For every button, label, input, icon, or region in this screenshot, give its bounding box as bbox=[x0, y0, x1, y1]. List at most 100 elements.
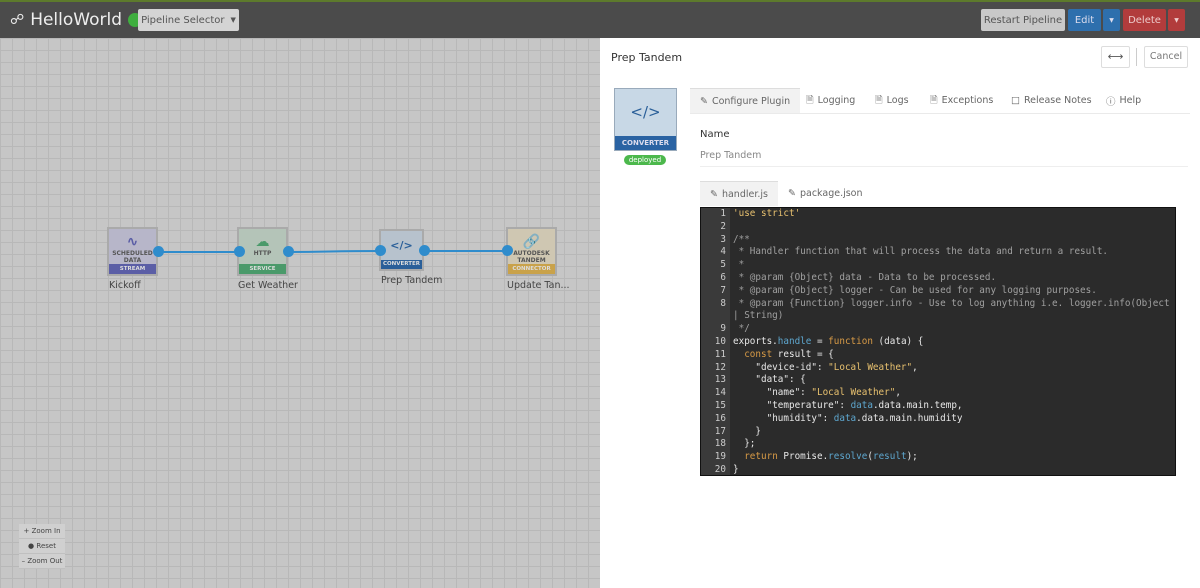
line-text: const result = { bbox=[730, 349, 1170, 362]
code-line: 8 * @param {Function} logger.info - Use … bbox=[701, 298, 1175, 324]
code-token: data bbox=[833, 412, 857, 424]
tab-logging[interactable]: 🗎Logging bbox=[796, 88, 865, 113]
tab-label: Release Notes bbox=[1023, 95, 1092, 106]
line-number: 8 bbox=[720, 297, 726, 309]
code-line: 12 "device-id": "Local Weather", bbox=[701, 362, 1175, 375]
code-token: data bbox=[850, 399, 873, 411]
node-get-weather[interactable]: ☁ HTTP SERVICE bbox=[237, 227, 288, 276]
code-line: 3/** bbox=[701, 234, 1175, 247]
status-badge: deployed bbox=[624, 155, 666, 165]
input-port[interactable] bbox=[375, 245, 386, 256]
code-token: "Local Weather" bbox=[828, 361, 913, 373]
line-text: return Promise.resolve(result); bbox=[730, 451, 1170, 464]
output-port[interactable] bbox=[153, 246, 164, 257]
cloud-gear-icon: ☁ bbox=[255, 234, 270, 250]
tab-configure-plugin[interactable]: ✎Configure Plugin bbox=[690, 88, 801, 113]
line-text: "humidity": data.data.main.humidity bbox=[730, 413, 1170, 426]
reset-button[interactable]: ● Reset bbox=[19, 539, 65, 554]
code-line: 19 return Promise.resolve(result); bbox=[701, 451, 1175, 464]
code-line: 5 * bbox=[701, 259, 1175, 272]
code-editor[interactable]: 1'use strict'2 3/**4 * Handler function … bbox=[700, 207, 1176, 476]
edit-dropdown-button[interactable]: ▼ bbox=[1103, 9, 1120, 31]
restart-pipeline-button[interactable]: Restart Pipeline bbox=[981, 9, 1065, 31]
code-token: (data) { bbox=[872, 335, 924, 347]
plugin-panel: Prep Tandem ⟷ Cancel </> CONVERTER deplo… bbox=[600, 38, 1200, 588]
output-port[interactable] bbox=[283, 246, 294, 257]
code-line: 2 bbox=[701, 221, 1175, 234]
code-token bbox=[733, 349, 744, 360]
code-line: 18 }; bbox=[701, 438, 1175, 451]
node-label: Kickoff bbox=[109, 280, 141, 291]
code-line: 9 */ bbox=[701, 323, 1175, 336]
panel-title: Prep Tandem bbox=[611, 51, 683, 64]
minus-icon: – bbox=[21, 557, 28, 565]
code-token: "humidity": bbox=[733, 412, 834, 424]
code-token: exports. bbox=[733, 335, 778, 347]
node-label: Get Weather bbox=[238, 280, 298, 291]
pipeline-selector-label: Pipeline Selector bbox=[141, 14, 225, 26]
line-text: "data": { bbox=[730, 374, 1170, 387]
code-line: 15 "temperature": data.data.main.temp, bbox=[701, 400, 1175, 413]
tab-release-notes[interactable]: □Release Notes bbox=[1001, 88, 1102, 113]
node-prep-tandem[interactable]: </> CONVERTER bbox=[379, 229, 424, 271]
line-number: 3 bbox=[720, 233, 726, 245]
node-label: Prep Tandem bbox=[381, 275, 443, 286]
edit-button[interactable]: Edit bbox=[1068, 9, 1101, 31]
code-token: "data": { bbox=[733, 374, 806, 386]
node-kickoff[interactable]: ∿ SCHEDULED DATA STREAM bbox=[107, 227, 158, 276]
input-port[interactable] bbox=[234, 246, 245, 257]
tab-label: Configure Plugin bbox=[711, 95, 791, 107]
delete-dropdown-button[interactable]: ▼ bbox=[1168, 9, 1185, 31]
link-icon: 🔗 bbox=[522, 234, 541, 250]
line-number: 10 bbox=[714, 335, 726, 347]
expand-horizontal-button[interactable]: ⟷ bbox=[1101, 46, 1130, 68]
code-token bbox=[733, 451, 744, 462]
code-token: function bbox=[828, 335, 873, 347]
divider bbox=[1136, 48, 1137, 66]
line-text: * @param {Function} logger.info - Use to… bbox=[730, 298, 1170, 324]
node-label: Update Tan... bbox=[507, 280, 570, 291]
input-port[interactable] bbox=[502, 245, 513, 256]
line-text: * bbox=[730, 259, 1170, 272]
code-line: 17 } bbox=[701, 426, 1175, 439]
code-token: }; bbox=[733, 438, 756, 450]
node-update-tandem[interactable]: 🔗 AUTODESK TANDEM CONNECTOR bbox=[506, 227, 557, 276]
code-token: * bbox=[733, 259, 745, 271]
pipeline-selector[interactable]: Pipeline Selector▼ bbox=[138, 9, 239, 31]
delete-button[interactable]: Delete bbox=[1123, 9, 1166, 31]
code-token: * @param {Object} logger - Can be used f… bbox=[733, 284, 1097, 296]
zoom-out-button[interactable]: – Zoom Out bbox=[19, 554, 65, 569]
line-number: 18 bbox=[714, 438, 726, 450]
name-value[interactable]: Prep Tandem bbox=[700, 150, 762, 161]
tab-logs[interactable]: 🗎Logs bbox=[865, 88, 919, 113]
plugin-type: CONVERTER bbox=[615, 136, 676, 150]
pipeline-canvas[interactable]: ∿ SCHEDULED DATA STREAM ☁ HTTP SERVICE <… bbox=[0, 38, 600, 588]
zoom-in-button[interactable]: + Zoom In bbox=[19, 524, 65, 539]
tab-label: Logs bbox=[886, 95, 909, 106]
tab-package-json[interactable]: ✎package.json bbox=[778, 181, 873, 206]
line-number: 19 bbox=[714, 451, 726, 463]
code-line: 13 "data": { bbox=[701, 374, 1175, 387]
line-number: 14 bbox=[714, 387, 726, 399]
reset-label: Reset bbox=[36, 542, 56, 550]
tab-exceptions[interactable]: 🗎Exceptions bbox=[920, 88, 1003, 113]
tab-handler-js[interactable]: ✎handler.js bbox=[700, 181, 778, 206]
pulse-icon: ∿ bbox=[126, 234, 139, 250]
line-number: 5 bbox=[720, 259, 726, 271]
wrench-icon: ✎ bbox=[788, 188, 796, 199]
file-icon: 🗎 bbox=[875, 94, 883, 106]
code-line: 1'use strict' bbox=[701, 208, 1175, 221]
zoom-controls: + Zoom In ● Reset – Zoom Out bbox=[19, 524, 65, 569]
line-gutter bbox=[701, 208, 730, 475]
app-logo[interactable]: ☍HelloWorld bbox=[10, 10, 142, 30]
code-token: Promise. bbox=[777, 451, 829, 463]
line-text: */ bbox=[730, 323, 1170, 336]
cancel-button[interactable]: Cancel bbox=[1144, 46, 1188, 68]
code-line: 4 * Handler function that will process t… bbox=[701, 246, 1175, 259]
code-token: result = { bbox=[772, 348, 834, 360]
wrench-icon: ✎ bbox=[700, 95, 708, 107]
output-port[interactable] bbox=[419, 245, 430, 256]
info-icon: ⓘ bbox=[1106, 96, 1116, 108]
